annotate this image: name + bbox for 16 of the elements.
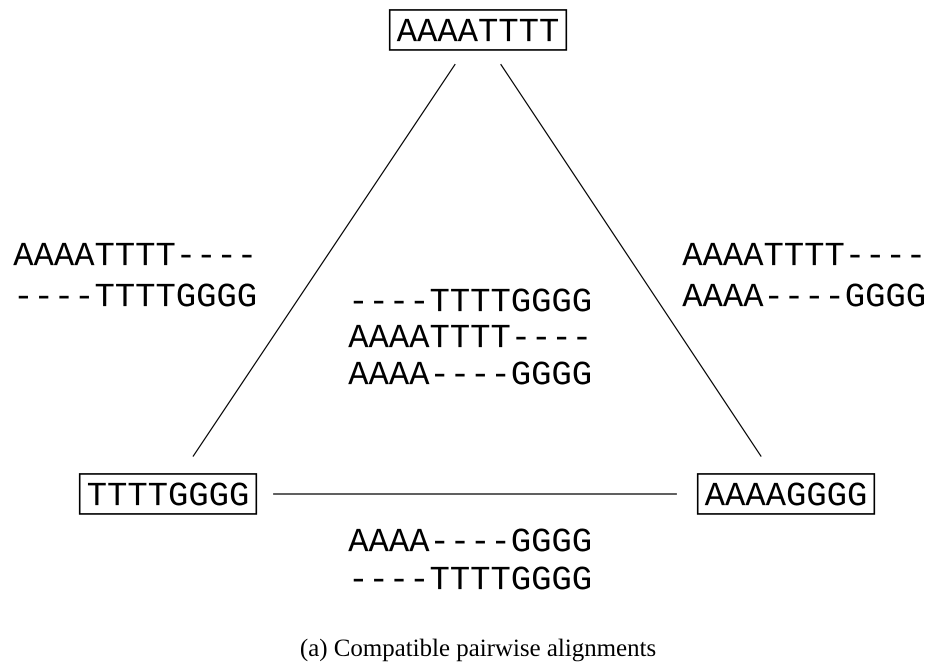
alignment-row: AAAA----GGGG xyxy=(682,284,924,306)
alignment-row: AAAATTTT---- xyxy=(682,242,921,266)
connector-line xyxy=(500,64,762,457)
alignment-row: ----TTTTGGGG xyxy=(354,566,590,590)
sequence-box: AAAATTTT xyxy=(388,9,568,51)
alignment-row: AAAATTTT---- xyxy=(13,242,252,266)
alignment-row: AAAA----GGGG xyxy=(348,362,590,384)
alignment-row: ----TTTTGGGG xyxy=(18,284,256,306)
alignment-row: AAAA----GGGG xyxy=(348,528,590,552)
alignment-row: ----TTTTGGGG xyxy=(354,288,590,312)
connector-line xyxy=(273,493,677,495)
caption: (a) Compatible pairwise alignments xyxy=(301,638,656,662)
alignment-row: AAAATTTT---- xyxy=(348,324,587,348)
connector-line xyxy=(192,64,456,457)
sequence-box: AAAAGGGG xyxy=(696,473,876,515)
sequence-box: TTTTGGGG xyxy=(78,473,258,515)
